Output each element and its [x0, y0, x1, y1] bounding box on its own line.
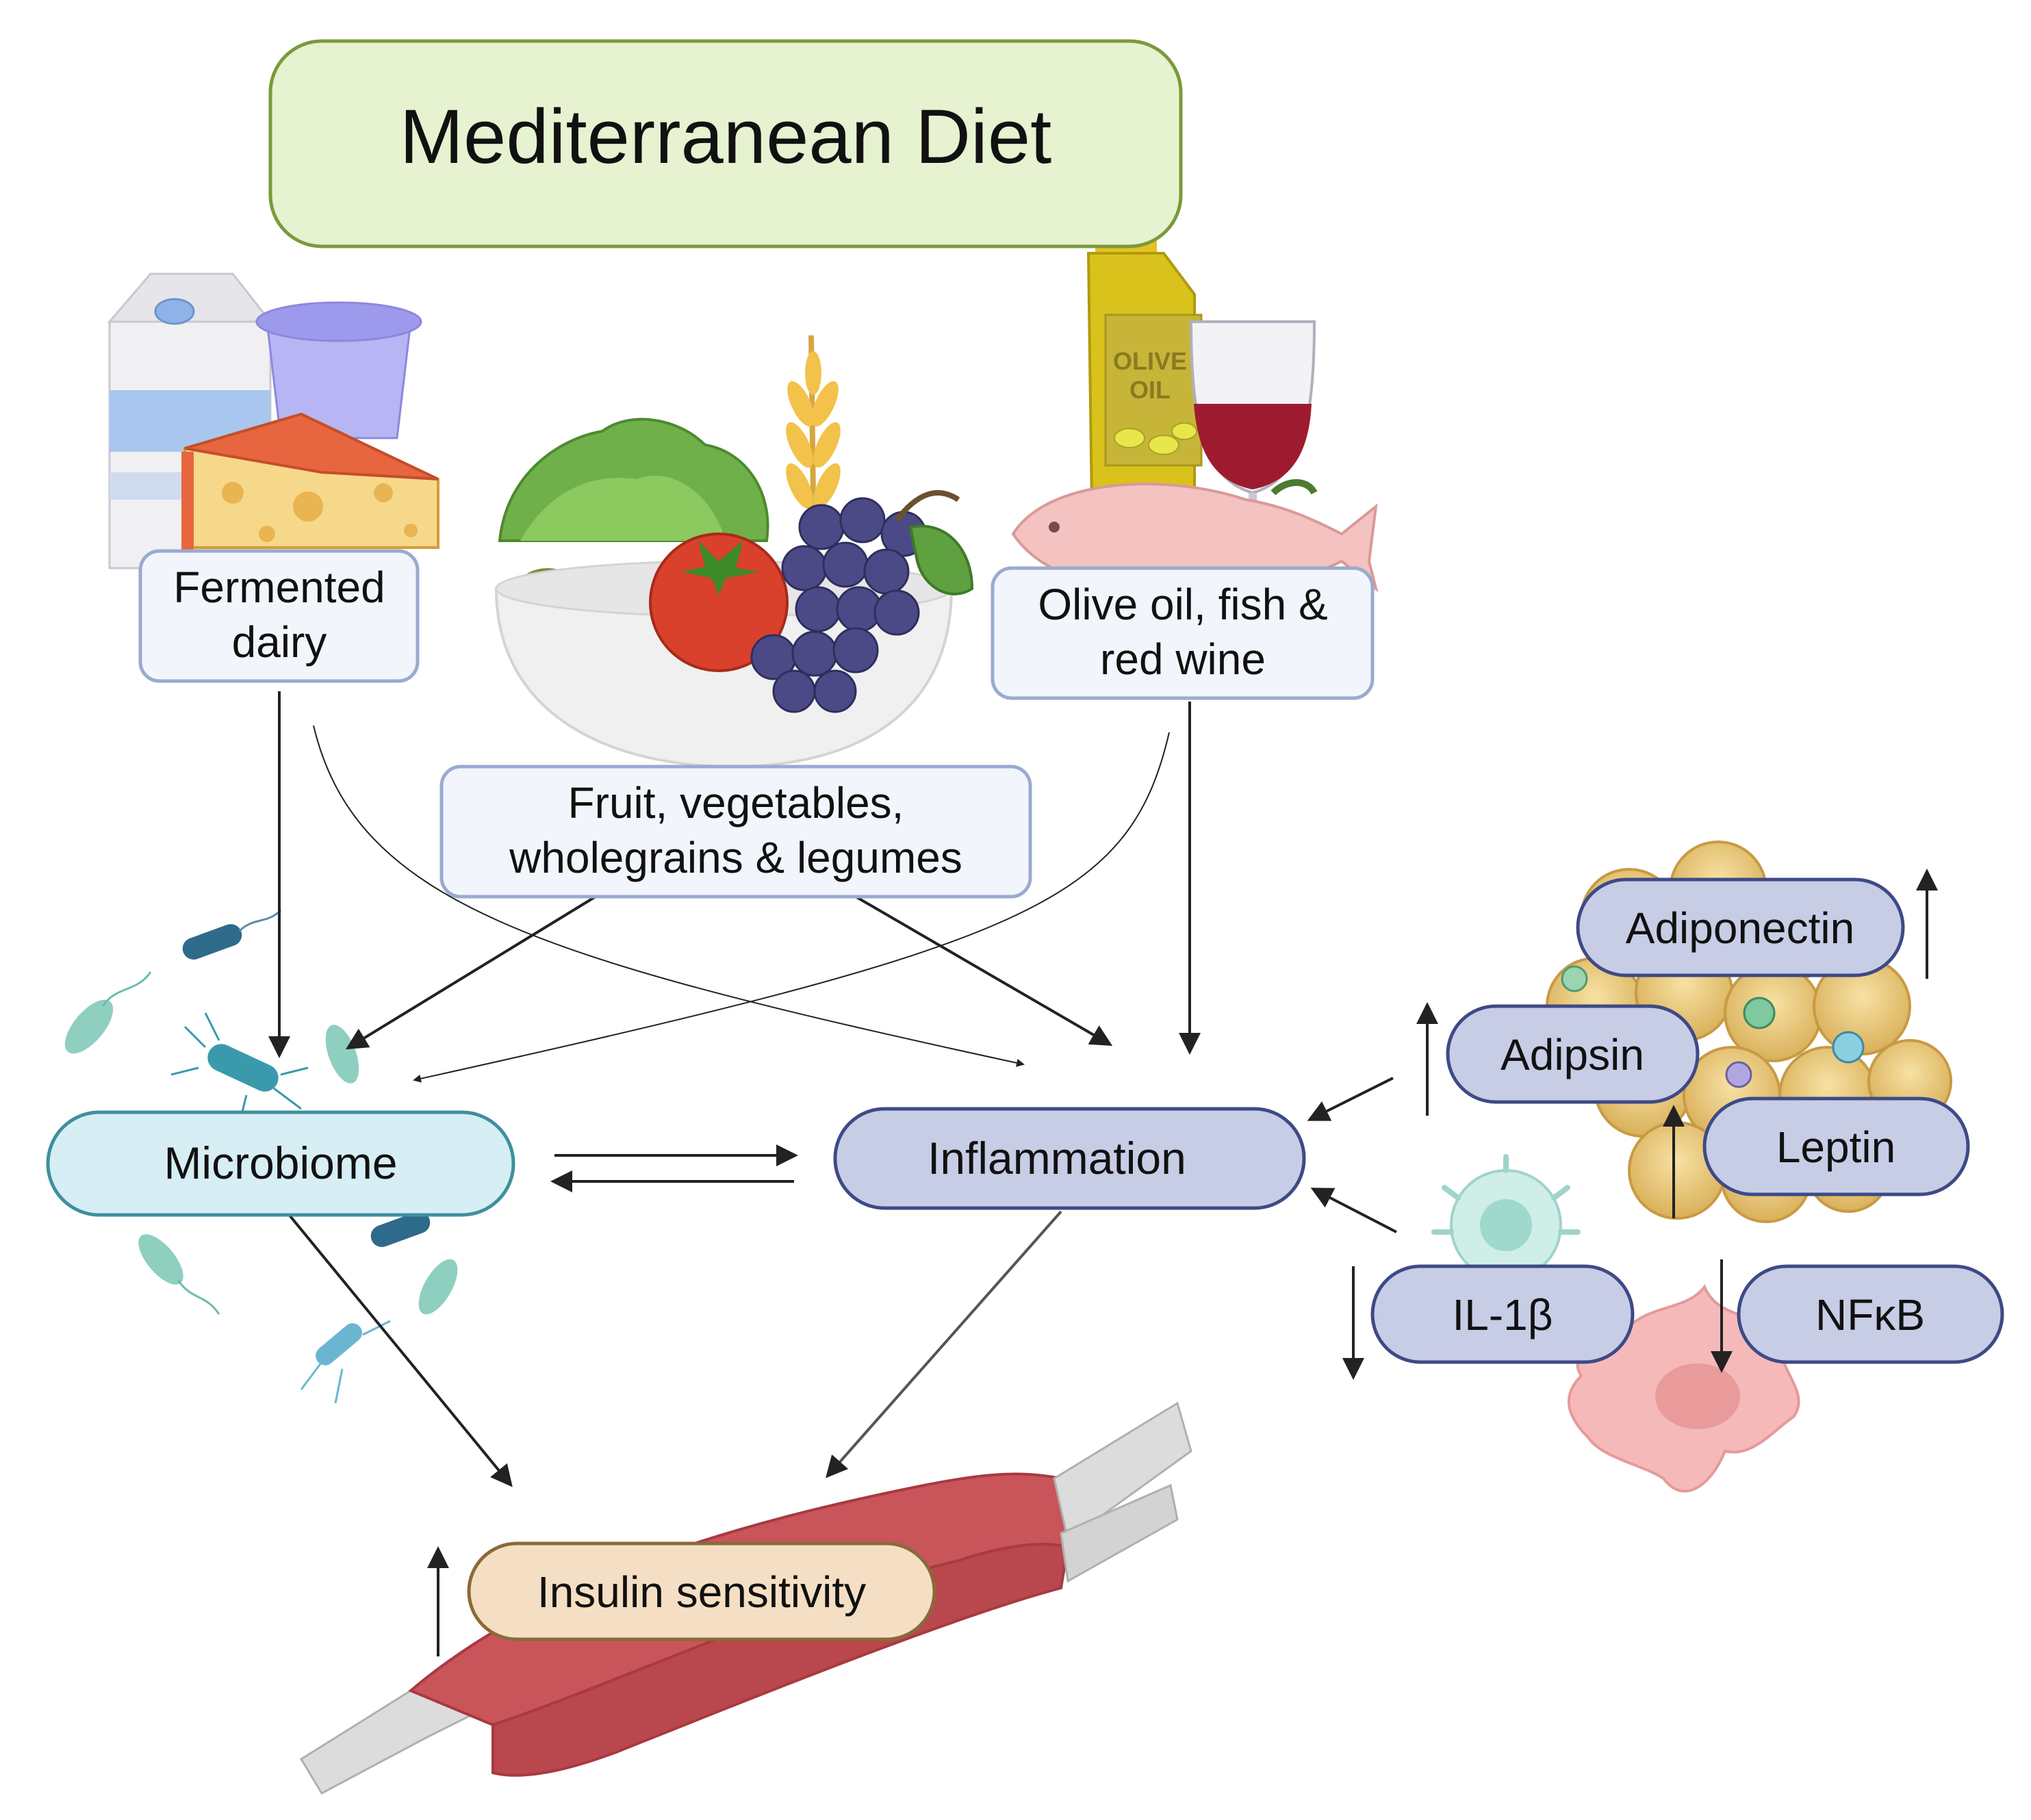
- arrow-dairy-to-inflammation: [313, 725, 1025, 1067]
- node-leptin: Leptin: [1702, 1097, 1970, 1196]
- title-box: Mediterranean Diet: [268, 39, 1183, 248]
- connectors: [268, 691, 1938, 1656]
- immune-cell-icon: [1431, 1154, 1581, 1281]
- adipsin-label: Adipsin: [1500, 1030, 1644, 1079]
- arrow-adipokines-to-inflammation: [1307, 1077, 1394, 1121]
- inflammation-label: Inflammation: [928, 1133, 1186, 1183]
- insulin-sensitivity-label: Insulin sensitivity: [537, 1567, 866, 1617]
- microbiome-label: Microbiome: [164, 1138, 397, 1188]
- oil-label-line-2: red wine: [1100, 635, 1266, 684]
- arrow-microbiome-to-insulin: [286, 1212, 513, 1487]
- node-microbiome: Microbiome: [46, 1110, 515, 1217]
- node-insulin-sensitivity: Insulin sensitivity: [467, 1541, 936, 1641]
- dairy-label-line-2: dairy: [232, 617, 327, 667]
- oil-label-line-1: Olive oil, fish &: [1038, 580, 1327, 629]
- plants-label-line-1: Fruit, vegetables,: [568, 778, 904, 828]
- leptin-label: Leptin: [1776, 1123, 1895, 1172]
- plants-label-line-2: wholegrains & legumes: [509, 833, 962, 882]
- arrow-plants-to-microbiome: [345, 895, 597, 1050]
- dairy-illustration-icon: [107, 272, 439, 569]
- arrow-cytokines-to-inflammation: [1310, 1188, 1397, 1233]
- arrow-oil-to-microbiome: [413, 732, 1170, 1083]
- node-inflammation: Inflammation: [833, 1107, 1306, 1210]
- node-adipsin: Adipsin: [1446, 1004, 1700, 1104]
- node-il1b: IL-1β: [1370, 1264, 1635, 1364]
- salad-bowl-illustration-icon: [494, 335, 974, 769]
- bacteria-illustration-icon: [64, 909, 458, 1404]
- arrow-plants-to-inflammation: [854, 895, 1113, 1047]
- bottle-label-line-2: OIL: [1129, 376, 1171, 404]
- page-title: Mediterranean Diet: [400, 94, 1052, 179]
- oil-wine-fish-illustration-icon: OLIVE OIL: [1011, 192, 1379, 593]
- node-nfkb: NFκB: [1737, 1264, 2004, 1364]
- il1b-label: IL-1β: [1452, 1290, 1553, 1340]
- bottle-label-line-1: OLIVE: [1113, 347, 1187, 375]
- adiponectin-label: Adiponectin: [1626, 903, 1854, 953]
- node-adiponectin: Adiponectin: [1576, 877, 1905, 977]
- arrow-inflammation-to-insulin: [826, 1210, 1062, 1478]
- food-box-dairy: Fermented dairy: [138, 549, 420, 683]
- food-box-oil: Olive oil, fish & red wine: [991, 566, 1375, 700]
- dairy-label-line-1: Fermented: [173, 563, 385, 612]
- food-box-plants: Fruit, vegetables, wholegrains & legumes: [439, 765, 1032, 899]
- nfkb-label: NFκB: [1815, 1290, 1925, 1340]
